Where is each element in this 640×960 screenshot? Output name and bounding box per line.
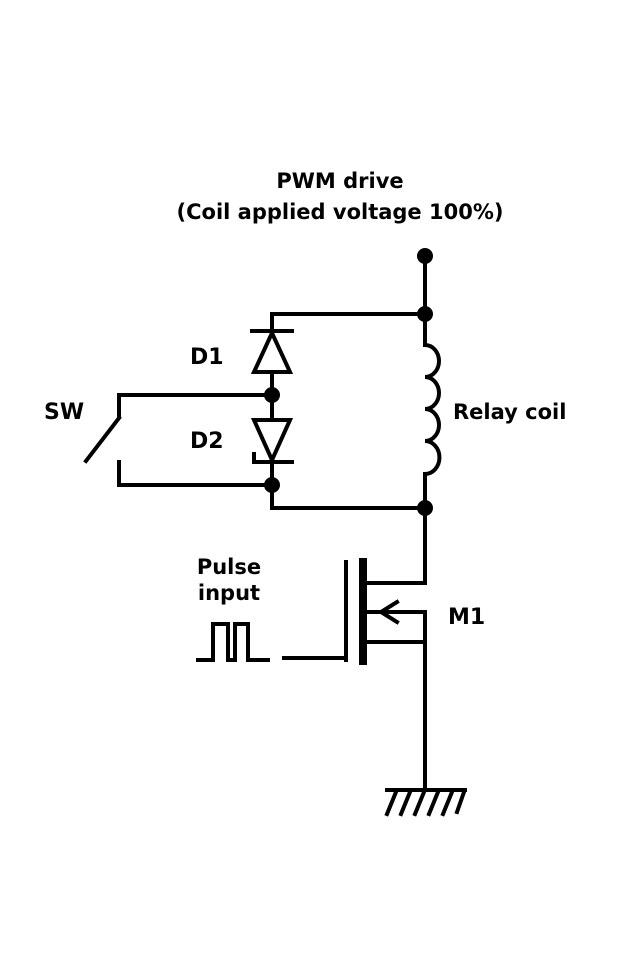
relay-coil-symbol bbox=[422, 312, 442, 510]
mosfet-m1-symbol bbox=[282, 506, 427, 792]
pulse-waveform-icon bbox=[196, 622, 270, 662]
title-line-1: PWM drive bbox=[276, 169, 403, 193]
switch-sw-symbol bbox=[83, 393, 274, 487]
supply-terminal bbox=[417, 248, 433, 264]
pulse-input-label-line-2: input bbox=[198, 581, 260, 605]
d1-label: D1 bbox=[190, 345, 224, 370]
pulse-input-label-line-1: Pulse bbox=[197, 555, 261, 579]
title-line-2: (Coil applied voltage 100%) bbox=[177, 200, 504, 224]
top-bus-wire bbox=[270, 312, 427, 332]
relay-coil-label: Relay coil bbox=[453, 400, 566, 424]
d2-label: D2 bbox=[190, 429, 224, 454]
diode-d2-symbol bbox=[250, 393, 294, 487]
bottom-bus-wire bbox=[270, 483, 427, 510]
diode-d1-symbol bbox=[250, 328, 294, 397]
sw-label: SW bbox=[44, 400, 84, 425]
ground-symbol bbox=[384, 788, 467, 817]
m1-label: M1 bbox=[448, 605, 485, 630]
